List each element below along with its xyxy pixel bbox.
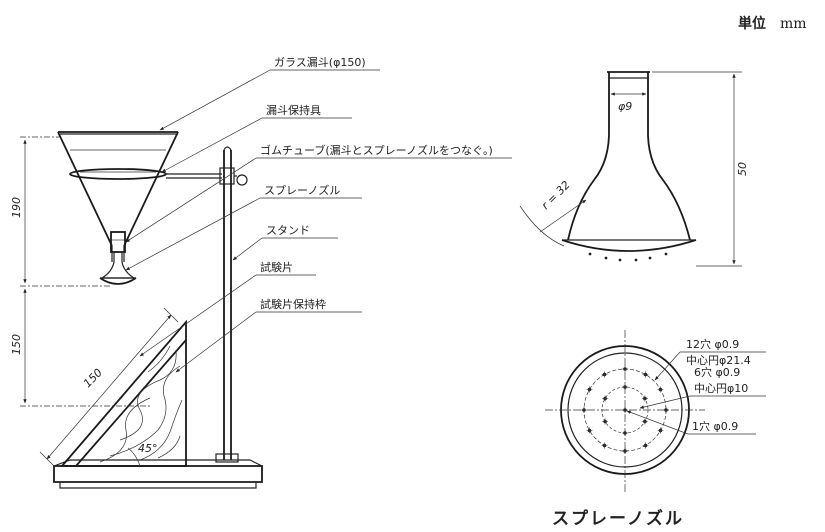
unit-value: mm <box>780 16 807 32</box>
label-test-piece-frame: 試験片保持枠 <box>175 297 362 373</box>
inner-hole-cross <box>622 384 628 390</box>
outer-hole-cross <box>586 386 593 393</box>
dim-150-s-text: 150 <box>81 366 105 390</box>
outer-holes-count: 12穴 φ0.9 <box>686 337 739 351</box>
nozzle-holes-bottom <box>581 366 669 454</box>
label-test-piece: 試験片 <box>139 260 316 357</box>
outer-hole-cross <box>601 371 608 378</box>
nozzle-title: スプレーノズル <box>552 508 684 529</box>
outer-hole-cross <box>586 427 593 434</box>
dim-150-v-text: 150 <box>10 334 23 355</box>
outer-holes-circle: 中心円φ21.4 <box>686 354 751 367</box>
glass-funnel <box>57 131 179 262</box>
inner-hole-cross <box>622 430 628 436</box>
angle-label: 45° <box>138 442 158 455</box>
spray-nozzle-label: スプレーノズル <box>264 183 340 197</box>
outer-hole-cross <box>642 442 649 449</box>
label-stand: スタンド <box>232 224 338 261</box>
center-hole-label: 1穴 φ0.9 <box>692 419 738 433</box>
inner-hole-cross <box>641 418 648 425</box>
test-piece-label: 試験片 <box>260 260 293 274</box>
inner-holes-count: 6穴 φ0.9 <box>694 365 740 379</box>
nozzle-bottom-view: 12穴 φ0.9 中心円φ21.4 6穴 φ0.9 中心円φ10 1穴 φ0.9 <box>545 330 766 492</box>
test-piece-frame-label: 試験片保持枠 <box>260 297 326 311</box>
rubber-tube <box>110 231 126 253</box>
rubber-tube-label: ゴムチューブ(漏斗とスプレーノズルをつなぐ。) <box>260 143 493 157</box>
outer-hole-cross <box>663 407 669 413</box>
stand <box>53 146 263 489</box>
unit-label: 単位 <box>738 15 766 32</box>
outer-hole-cross <box>657 386 664 393</box>
outer-hole-cross <box>581 407 587 413</box>
stand-label: スタンド <box>266 224 310 237</box>
outer-hole-cross <box>622 448 628 454</box>
dim-190-text: 190 <box>10 197 23 218</box>
outer-hole-cross <box>622 366 628 372</box>
funnel-holder <box>69 167 248 186</box>
spray-nozzle <box>99 252 137 285</box>
dimension-190: 190 <box>10 139 27 284</box>
dimension-150-vertical: 150 <box>10 288 27 404</box>
nozzle-height-dim: 50 <box>736 162 749 176</box>
apparatus-drawing: 45° 190 150 150 ガラス漏斗(φ150) <box>10 56 512 489</box>
test-piece-frame: 45° <box>60 319 187 467</box>
inner-hole-cross <box>602 395 609 402</box>
label-spray-nozzle: スプレーノズル <box>125 183 362 271</box>
outer-hole-cross <box>657 427 664 434</box>
nozzle-radius-dim: r = 32 <box>539 178 573 212</box>
nozzle-holes-side <box>588 252 668 262</box>
label-rubber-tube: ゴムチューブ(漏斗とスプレーノズルをつなぐ。) <box>125 143 512 243</box>
inner-hole-cross <box>602 418 609 425</box>
glass-funnel-label: ガラス漏斗(φ150) <box>274 56 366 69</box>
nozzle-side-view: φ9 50 r = 32 <box>519 71 749 267</box>
inner-holes-circle: 中心円φ10 <box>694 382 748 395</box>
label-funnel-holder: 漏斗保持具 <box>161 103 352 173</box>
center-hole-cross <box>622 407 628 413</box>
label-glass-funnel: ガラス漏斗(φ150) <box>159 56 380 131</box>
outer-hole-cross <box>601 442 608 449</box>
nozzle-neck-dim: φ9 <box>618 100 632 113</box>
inner-hole-cross <box>641 395 648 402</box>
outer-hole-cross <box>642 371 649 378</box>
funnel-holder-label: 漏斗保持具 <box>266 103 321 117</box>
